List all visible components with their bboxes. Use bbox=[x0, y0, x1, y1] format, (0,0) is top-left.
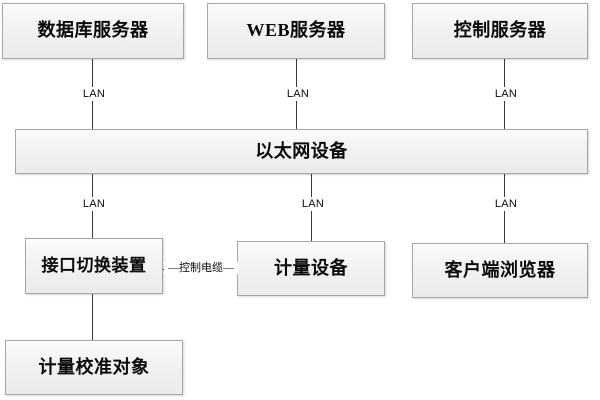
node-interface-switch[interactable]: 接口切换装置 bbox=[25, 238, 163, 294]
node-ethernet-device-label: 以太网设备 bbox=[255, 140, 348, 161]
node-calibration-target-label: 计量校准对象 bbox=[38, 356, 150, 377]
node-client-browser[interactable]: 客户端浏览器 bbox=[412, 243, 588, 298]
node-metering-device[interactable]: 计量设备 bbox=[237, 241, 385, 296]
edge-label-lan-web-to-ethernet: LAN bbox=[280, 87, 316, 101]
node-database-server[interactable]: 数据库服务器 bbox=[2, 3, 184, 59]
edge-label-lan-ethernet-to-metering: LAN bbox=[295, 197, 331, 211]
node-control-server[interactable]: 控制服务器 bbox=[412, 3, 588, 59]
connector-switch-to-target bbox=[92, 294, 93, 340]
node-database-server-label: 数据库服务器 bbox=[37, 20, 149, 41]
edge-label-lan-ethernet-to-browser: LAN bbox=[488, 197, 524, 211]
node-ethernet-device[interactable]: 以太网设备 bbox=[15, 129, 588, 174]
node-web-server-label: WEB服务器 bbox=[246, 20, 346, 41]
edge-label-control-cable: —控制电缆— bbox=[164, 262, 238, 274]
edge-label-lan-ethernet-to-switch: LAN bbox=[76, 197, 112, 211]
node-interface-switch-label: 接口切换装置 bbox=[41, 255, 147, 275]
node-web-server[interactable]: WEB服务器 bbox=[207, 3, 385, 59]
edge-label-lan-control-to-ethernet: LAN bbox=[488, 87, 524, 101]
node-control-server-label: 控制服务器 bbox=[453, 20, 547, 41]
node-client-browser-label: 客户端浏览器 bbox=[444, 259, 556, 280]
edge-label-lan-db-to-ethernet: LAN bbox=[76, 87, 112, 101]
node-calibration-target[interactable]: 计量校准对象 bbox=[5, 340, 183, 395]
node-metering-device-label: 计量设备 bbox=[274, 257, 348, 278]
